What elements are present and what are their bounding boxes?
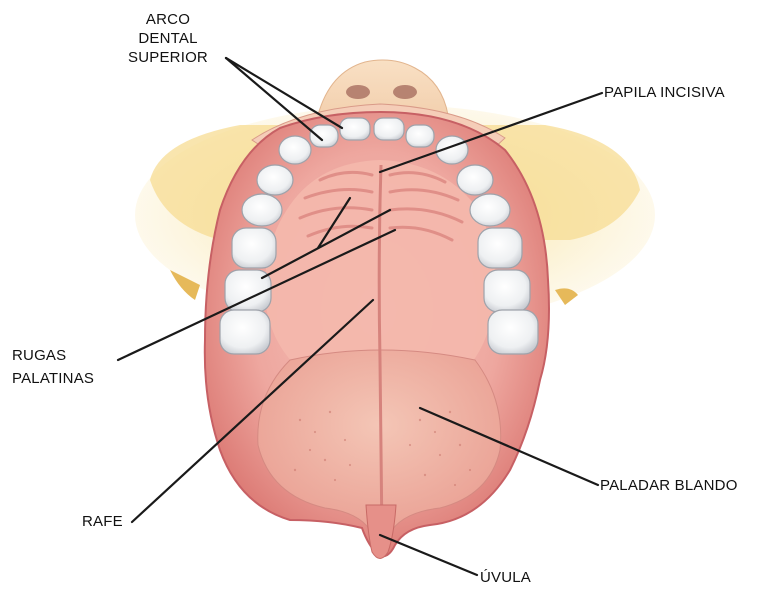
label-rafe: RAFE [82,512,123,531]
leader-uvula [380,535,477,575]
label-arco-dental-superior: ARCO DENTAL SUPERIOR [118,10,218,67]
label-papila-incisiva: PAPILA INCISIVA [604,83,725,102]
label-rugas-line2: PALATINAS [12,369,94,388]
label-uvula: ÚVULA [480,568,531,587]
label-rugas-palatinas: RUGAS PALATINAS [12,346,94,388]
label-arco-line2: DENTAL [118,29,218,48]
label-paladar-blando: PALADAR BLANDO [600,476,738,495]
label-rugas-line1: RUGAS [12,346,94,365]
label-arco-line3: SUPERIOR [118,48,218,67]
label-arco-line1: ARCO [118,10,218,29]
